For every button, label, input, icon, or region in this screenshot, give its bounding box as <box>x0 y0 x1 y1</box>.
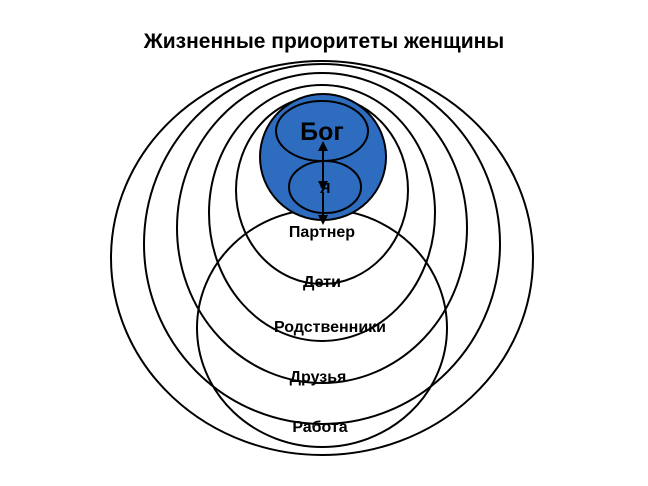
label-god: Бог <box>300 118 344 146</box>
label-relatives: Родственники <box>274 319 386 336</box>
label-partner: Партнер <box>289 224 355 241</box>
ring-children <box>208 84 436 342</box>
ring-work <box>110 60 534 456</box>
ring-friends <box>143 63 501 425</box>
label-work: Работа <box>292 419 347 436</box>
label-friends: Друзья <box>290 369 347 386</box>
label-children: Дети <box>303 274 341 291</box>
diagram-title: Жизненные приоритеты женщины <box>143 30 505 53</box>
ring-relatives <box>176 72 468 384</box>
label-self: Я <box>320 180 331 197</box>
